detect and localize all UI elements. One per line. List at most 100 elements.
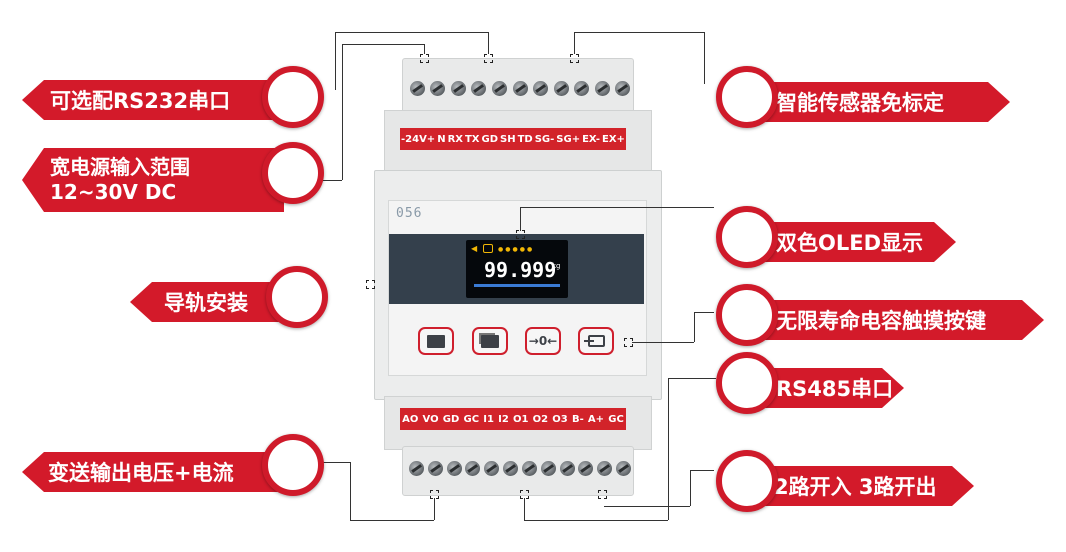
terminal-screw [615, 81, 631, 96]
io-marker [598, 490, 607, 499]
key-zero-button[interactable]: →0← [525, 327, 561, 355]
bottom_terminals-label: GC [463, 413, 480, 425]
bottom_terminals-label: O3 [552, 413, 568, 425]
callout-smart-sensor-text: 智能传感器免标定 [776, 91, 944, 115]
callout-oled: 双色OLED显示 [714, 206, 974, 268]
rs232-marker [484, 54, 493, 63]
callout-rs232: 可选配RS232串口 [22, 66, 324, 128]
copy-key-icon [481, 334, 499, 348]
top_terminals-label: TD [517, 133, 533, 145]
callout-transmitter-text: 变送输出电压+电流 [48, 461, 234, 485]
callout-rs485-text: RS485串口 [776, 377, 894, 401]
top_terminals-label: SH [500, 133, 516, 145]
top_terminals-label: SG- [534, 133, 555, 145]
level-bar [474, 284, 560, 287]
callout-rail-ring [266, 266, 328, 328]
callout-smart-sensor: 智能传感器免标定 [714, 66, 1014, 128]
top_terminals-label: GD [481, 133, 499, 145]
callout-keys-text: 无限寿命电容触摸按键 [776, 309, 986, 333]
callout-io-text: 2路开入 3路开出 [774, 475, 937, 499]
terminal-screw [427, 461, 443, 476]
callout-rail: 导轨安装 [130, 266, 328, 328]
terminal-screw [484, 461, 500, 476]
terminal-screw [471, 81, 487, 96]
terminal-screw [446, 461, 462, 476]
terminal-screw [503, 461, 519, 476]
top_terminals-label: TX [464, 133, 480, 145]
top_terminals-label: EX- [582, 133, 600, 145]
terminal-screw [521, 461, 537, 476]
bottom_terminals-label: VO [422, 413, 439, 425]
terminal-screw [430, 81, 446, 96]
bottom_terminals-label: A+ [587, 413, 605, 425]
bottom_terminals-label: GC [608, 413, 624, 425]
terminal-screw [594, 81, 610, 96]
rail-marker [366, 280, 375, 289]
keys-marker [624, 338, 633, 347]
terminal-screw [559, 461, 575, 476]
terminal-screw [533, 81, 549, 96]
status-dots: ●●●●● [498, 246, 535, 253]
menu-key-icon [427, 334, 445, 348]
bottom_terminals-label: I1 [483, 413, 494, 425]
terminal-screw [408, 461, 424, 476]
top_terminals-label: RX [447, 133, 463, 145]
callout-rs485-ring [716, 352, 778, 414]
zero-key-icon: →0← [528, 334, 558, 348]
key-menu-button[interactable] [418, 327, 454, 355]
lock-icon [483, 244, 493, 253]
terminal-screw [553, 81, 569, 96]
key-back-button[interactable] [472, 327, 508, 355]
model-label: 056 [396, 206, 423, 221]
power-marker [420, 54, 429, 63]
callout-power-line1: 宽电源输入范围 [50, 155, 190, 179]
terminal-screw [409, 81, 425, 96]
callout-rs485: RS485串口 [714, 352, 914, 414]
callout-power: 宽电源输入范围 12~30V DC [22, 142, 324, 212]
callout-transmitter: 变送输出电压+电流 [22, 434, 324, 496]
callout-rs232-text: 可选配RS232串口 [50, 89, 231, 113]
terminal-screw [597, 461, 613, 476]
callout-rail-text: 导轨安装 [164, 291, 248, 315]
oled-marker [516, 230, 525, 239]
weight-unit: kg [552, 262, 561, 270]
terminal-screw [540, 461, 556, 476]
callout-io-ring [716, 450, 778, 512]
callout-io: 2路开入 3路开出 [714, 450, 984, 512]
top_terminals-label: -24V+ [401, 133, 436, 145]
bottom_terminals-label: AO [402, 413, 419, 425]
top_terminals-label: SG+ [556, 133, 581, 145]
oled-screen: ◀ ●●●●● 99.999 kg [466, 240, 568, 298]
terminal-screw [491, 81, 507, 96]
terminal-screw [450, 81, 466, 96]
terminal-screw [512, 81, 528, 96]
bottom_terminals-label: O1 [512, 413, 529, 425]
key-enter-button[interactable] [578, 327, 614, 355]
callout-oled-text: 双色OLED显示 [776, 231, 924, 255]
speaker-icon: ◀ [471, 244, 478, 253]
top_terminals-label: N [437, 133, 446, 145]
terminal-screw [465, 461, 481, 476]
callout-oled-ring [716, 206, 778, 268]
bottom-terminal-block [402, 446, 634, 496]
terminal-screw [574, 81, 590, 96]
bottom_terminals-label: I2 [498, 413, 509, 425]
rs485-marker [520, 490, 529, 499]
callout-power-ring [262, 142, 324, 204]
sensor-marker [570, 54, 579, 63]
weight-reading: 99.999 [484, 258, 557, 282]
top_terminals-label: EX+ [601, 133, 625, 145]
callout-keys: 无限寿命电容触摸按键 [714, 284, 1044, 346]
callout-smart-sensor-ring [716, 66, 778, 128]
callout-transmitter-ring [262, 434, 324, 496]
callout-power-line2: 12~30V DC [50, 180, 177, 204]
transmitter-marker [430, 490, 439, 499]
top-terminal-block [402, 58, 634, 116]
callout-rs232-ring [262, 66, 324, 128]
bottom_terminals-label: GD [442, 413, 460, 425]
terminal-screw [578, 461, 594, 476]
enter-key-icon [583, 335, 605, 347]
terminal-screw [616, 461, 632, 476]
